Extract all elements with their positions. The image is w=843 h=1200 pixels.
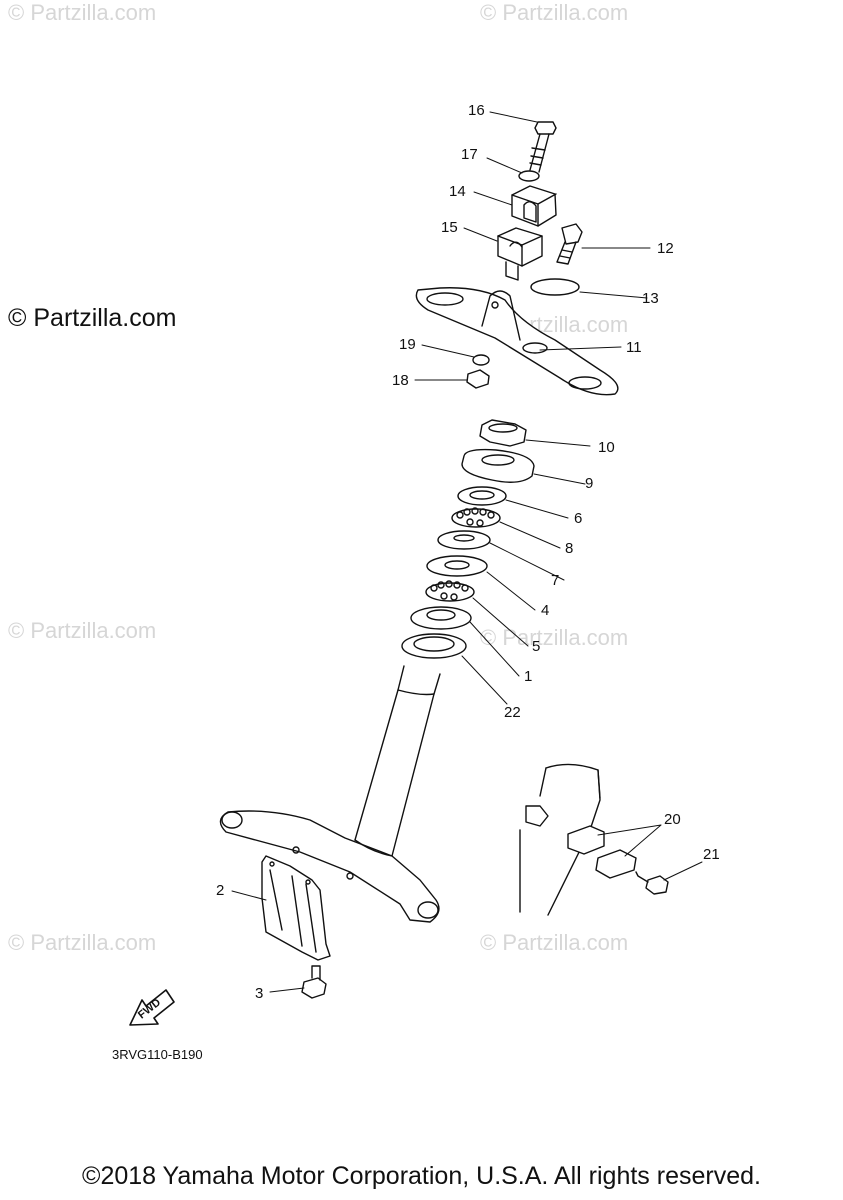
callout-16: 16 bbox=[468, 102, 485, 119]
ring-nut-10 bbox=[479, 419, 527, 447]
watermark: © Partzilla.com bbox=[8, 618, 157, 643]
watermark: © Partzilla.com bbox=[8, 0, 157, 25]
ball-race-8 bbox=[451, 507, 501, 528]
watermark: © Partzilla.com bbox=[480, 625, 629, 650]
callout-11: 11 bbox=[626, 339, 642, 356]
clamp-20 bbox=[567, 825, 637, 879]
fork-tube bbox=[519, 763, 601, 916]
watermark: © Partzilla.com bbox=[480, 930, 629, 955]
handlebar-holder-lower-15 bbox=[497, 227, 543, 281]
washer-17 bbox=[518, 170, 540, 182]
washer-4 bbox=[426, 555, 488, 577]
fwd-arrow-icon bbox=[129, 989, 175, 1026]
watermark: © Partzilla.com bbox=[8, 930, 157, 955]
callout-1: 1 bbox=[524, 668, 533, 685]
callout-7: 7 bbox=[551, 572, 560, 589]
callout-8: 8 bbox=[565, 540, 574, 557]
callout-6: 6 bbox=[574, 510, 583, 527]
callout-14: 14 bbox=[449, 183, 466, 200]
bolt-16 bbox=[529, 121, 557, 173]
guide-plate-2 bbox=[261, 855, 331, 961]
leader-lines bbox=[231, 111, 703, 993]
callout-2: 2 bbox=[216, 882, 225, 899]
bolt-3 bbox=[301, 965, 327, 999]
callout-10: 10 bbox=[598, 439, 615, 456]
seal-22 bbox=[401, 633, 467, 659]
diagram-code: 3RVG110-B190 bbox=[112, 1047, 203, 1062]
bolt-21 bbox=[635, 871, 669, 895]
washer-19 bbox=[472, 354, 490, 366]
callout-20: 20 bbox=[664, 811, 681, 828]
callout-9: 9 bbox=[585, 475, 594, 492]
callout-17: 17 bbox=[461, 146, 478, 163]
watermark: © Partzilla.com bbox=[480, 0, 629, 25]
washer-13 bbox=[530, 278, 580, 296]
callout-21: 21 bbox=[703, 846, 720, 863]
copyright-footer: ©2018 Yamaha Motor Corporation, U.S.A. A… bbox=[82, 1162, 761, 1190]
bolt-12 bbox=[556, 223, 583, 265]
callout-13: 13 bbox=[642, 290, 659, 307]
cover-9 bbox=[461, 448, 535, 483]
steering-stem bbox=[219, 665, 441, 923]
ball-race-5 bbox=[425, 580, 475, 602]
race-7 bbox=[437, 530, 491, 550]
partzilla-watermark: © Partzilla.com bbox=[8, 304, 177, 332]
nut-18 bbox=[466, 369, 490, 389]
callout-5: 5 bbox=[532, 638, 541, 655]
race-6 bbox=[457, 486, 507, 506]
callout-4: 4 bbox=[541, 602, 550, 619]
callout-12: 12 bbox=[657, 240, 674, 257]
callout-3: 3 bbox=[255, 985, 264, 1002]
handlebar-holder-upper-14 bbox=[511, 185, 557, 227]
callout-18: 18 bbox=[392, 372, 409, 389]
race-1 bbox=[410, 606, 472, 630]
callout-22: 22 bbox=[504, 704, 521, 721]
callout-19: 19 bbox=[399, 336, 416, 353]
upper-bracket-11 bbox=[415, 287, 619, 396]
callout-15: 15 bbox=[441, 219, 458, 236]
